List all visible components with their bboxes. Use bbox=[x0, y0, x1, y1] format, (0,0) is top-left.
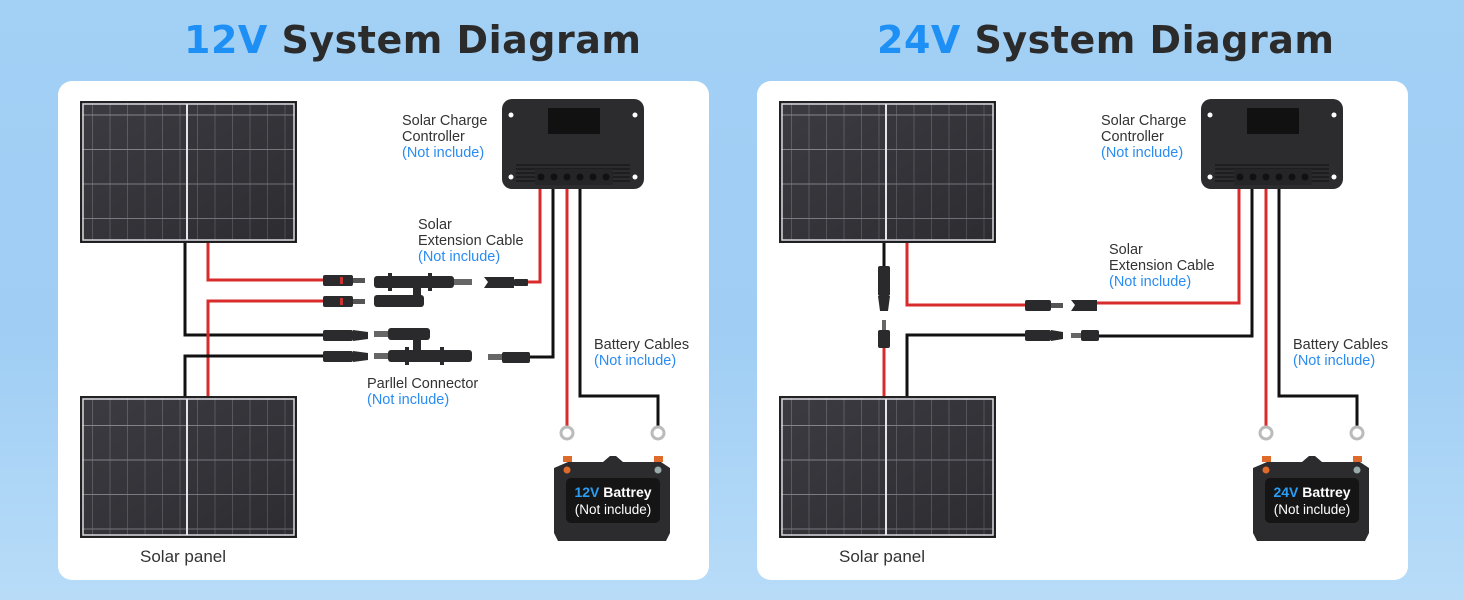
label-note: (Not include) bbox=[402, 145, 485, 161]
title-text: System Diagram bbox=[974, 18, 1335, 62]
label-line: Battery Cables bbox=[1293, 337, 1389, 353]
solar-panel-top bbox=[80, 101, 297, 243]
label-line: Extension Cable bbox=[1109, 258, 1215, 274]
mc4-connectors-panel-side bbox=[323, 275, 368, 362]
title-12v: 12V System Diagram bbox=[184, 18, 641, 62]
solar-panel-caption: Solar panel bbox=[140, 547, 227, 566]
label-extension-cable: Solar Extension Cable (Not include) bbox=[1109, 242, 1215, 290]
battery-12v bbox=[554, 425, 670, 541]
parallel-connector-negative bbox=[374, 328, 472, 365]
negative-wire bbox=[905, 333, 1025, 396]
charge-controller-12v bbox=[502, 99, 644, 189]
wiring-diagram-24v bbox=[779, 99, 1369, 541]
battery-note: (Not include) bbox=[1273, 502, 1351, 517]
label-line: Controller bbox=[402, 129, 465, 145]
label-note: (Not include) bbox=[367, 392, 450, 408]
label-charge-controller: Solar Charge Controller (Not include) bbox=[1101, 113, 1186, 161]
label-extension-cable: Solar Extension Cable (Not include) bbox=[418, 217, 524, 265]
solar-panel-bottom bbox=[80, 396, 297, 538]
label-note: (Not include) bbox=[594, 353, 677, 369]
title-voltage: 24V bbox=[877, 18, 961, 62]
label-parallel-connector: Parllel Connector (Not include) bbox=[367, 376, 478, 408]
label-line: Extension Cable bbox=[418, 233, 524, 249]
label-note: (Not include) bbox=[418, 249, 501, 265]
mc4-connector bbox=[323, 296, 365, 307]
positive-wire bbox=[528, 189, 542, 284]
label-line: Battery Cables bbox=[594, 337, 690, 353]
wires-12v bbox=[183, 189, 660, 426]
positive-wire bbox=[206, 241, 323, 282]
label-charge-controller: Solar Charge Controller (Not include) bbox=[402, 113, 487, 161]
mc4-connector bbox=[1025, 330, 1063, 341]
negative-wire bbox=[183, 241, 323, 337]
battery-voltage: 24V bbox=[1273, 484, 1299, 500]
wiring-diagram-12v bbox=[80, 99, 670, 541]
battery-label: 24V Battrey (Not include) bbox=[1264, 483, 1360, 519]
battery-name: Battrey bbox=[603, 484, 652, 500]
mc4-connector bbox=[323, 275, 365, 286]
label-line: Solar bbox=[418, 217, 452, 233]
label-line: Parllel Connector bbox=[367, 376, 479, 392]
label-battery-cables: Battery Cables (Not include) bbox=[594, 337, 689, 369]
battery-label: 12V Battrey (Not include) bbox=[565, 483, 661, 519]
label-line: Controller bbox=[1101, 129, 1164, 145]
negative-wire bbox=[1097, 189, 1254, 338]
extension-connector-negative bbox=[488, 352, 530, 363]
label-note: (Not include) bbox=[1101, 145, 1184, 161]
mc4-connector bbox=[1025, 300, 1063, 311]
extension-connector-positive bbox=[484, 277, 528, 288]
title-voltage: 12V bbox=[184, 18, 268, 62]
charge-controller-24v bbox=[1201, 99, 1343, 189]
label-line: Solar bbox=[1109, 242, 1143, 258]
battery-note: (Not include) bbox=[574, 502, 652, 517]
label-note: (Not include) bbox=[1293, 353, 1376, 369]
title-24v: 24V System Diagram bbox=[877, 18, 1334, 62]
solar-panel-bottom bbox=[779, 396, 996, 538]
solar-panel-top bbox=[779, 101, 996, 243]
wires-24v bbox=[882, 189, 1359, 426]
mc4-series-connector bbox=[878, 266, 890, 348]
battery-voltage: 12V bbox=[574, 484, 600, 500]
negative-wire bbox=[530, 189, 555, 359]
negative-wire bbox=[1277, 189, 1359, 426]
extension-connectors bbox=[1025, 300, 1099, 341]
mc4-connector bbox=[323, 330, 368, 341]
positive-wire bbox=[1097, 189, 1241, 305]
battery-24v bbox=[1253, 425, 1369, 541]
battery-name: Battrey bbox=[1302, 484, 1351, 500]
title-text: System Diagram bbox=[281, 18, 642, 62]
mc4-connector bbox=[1071, 300, 1097, 311]
mc4-connector bbox=[323, 351, 368, 362]
diagram-card-12v: Solar Charge Controller (Not include) So… bbox=[58, 81, 709, 580]
label-battery-cables: Battery Cables (Not include) bbox=[1293, 337, 1388, 369]
diagram-card-24v: Solar Charge Controller (Not include) So… bbox=[757, 81, 1408, 580]
positive-wire bbox=[905, 241, 1025, 307]
label-line: Solar Charge bbox=[1101, 113, 1187, 129]
label-line: Solar Charge bbox=[402, 113, 488, 129]
label-note: (Not include) bbox=[1109, 274, 1192, 290]
parallel-connector-positive bbox=[374, 273, 472, 307]
positive-wire bbox=[206, 299, 323, 396]
solar-panel-caption: Solar panel bbox=[839, 547, 926, 566]
negative-wire bbox=[183, 354, 323, 396]
negative-wire bbox=[578, 189, 660, 426]
mc4-connector bbox=[1071, 330, 1099, 341]
